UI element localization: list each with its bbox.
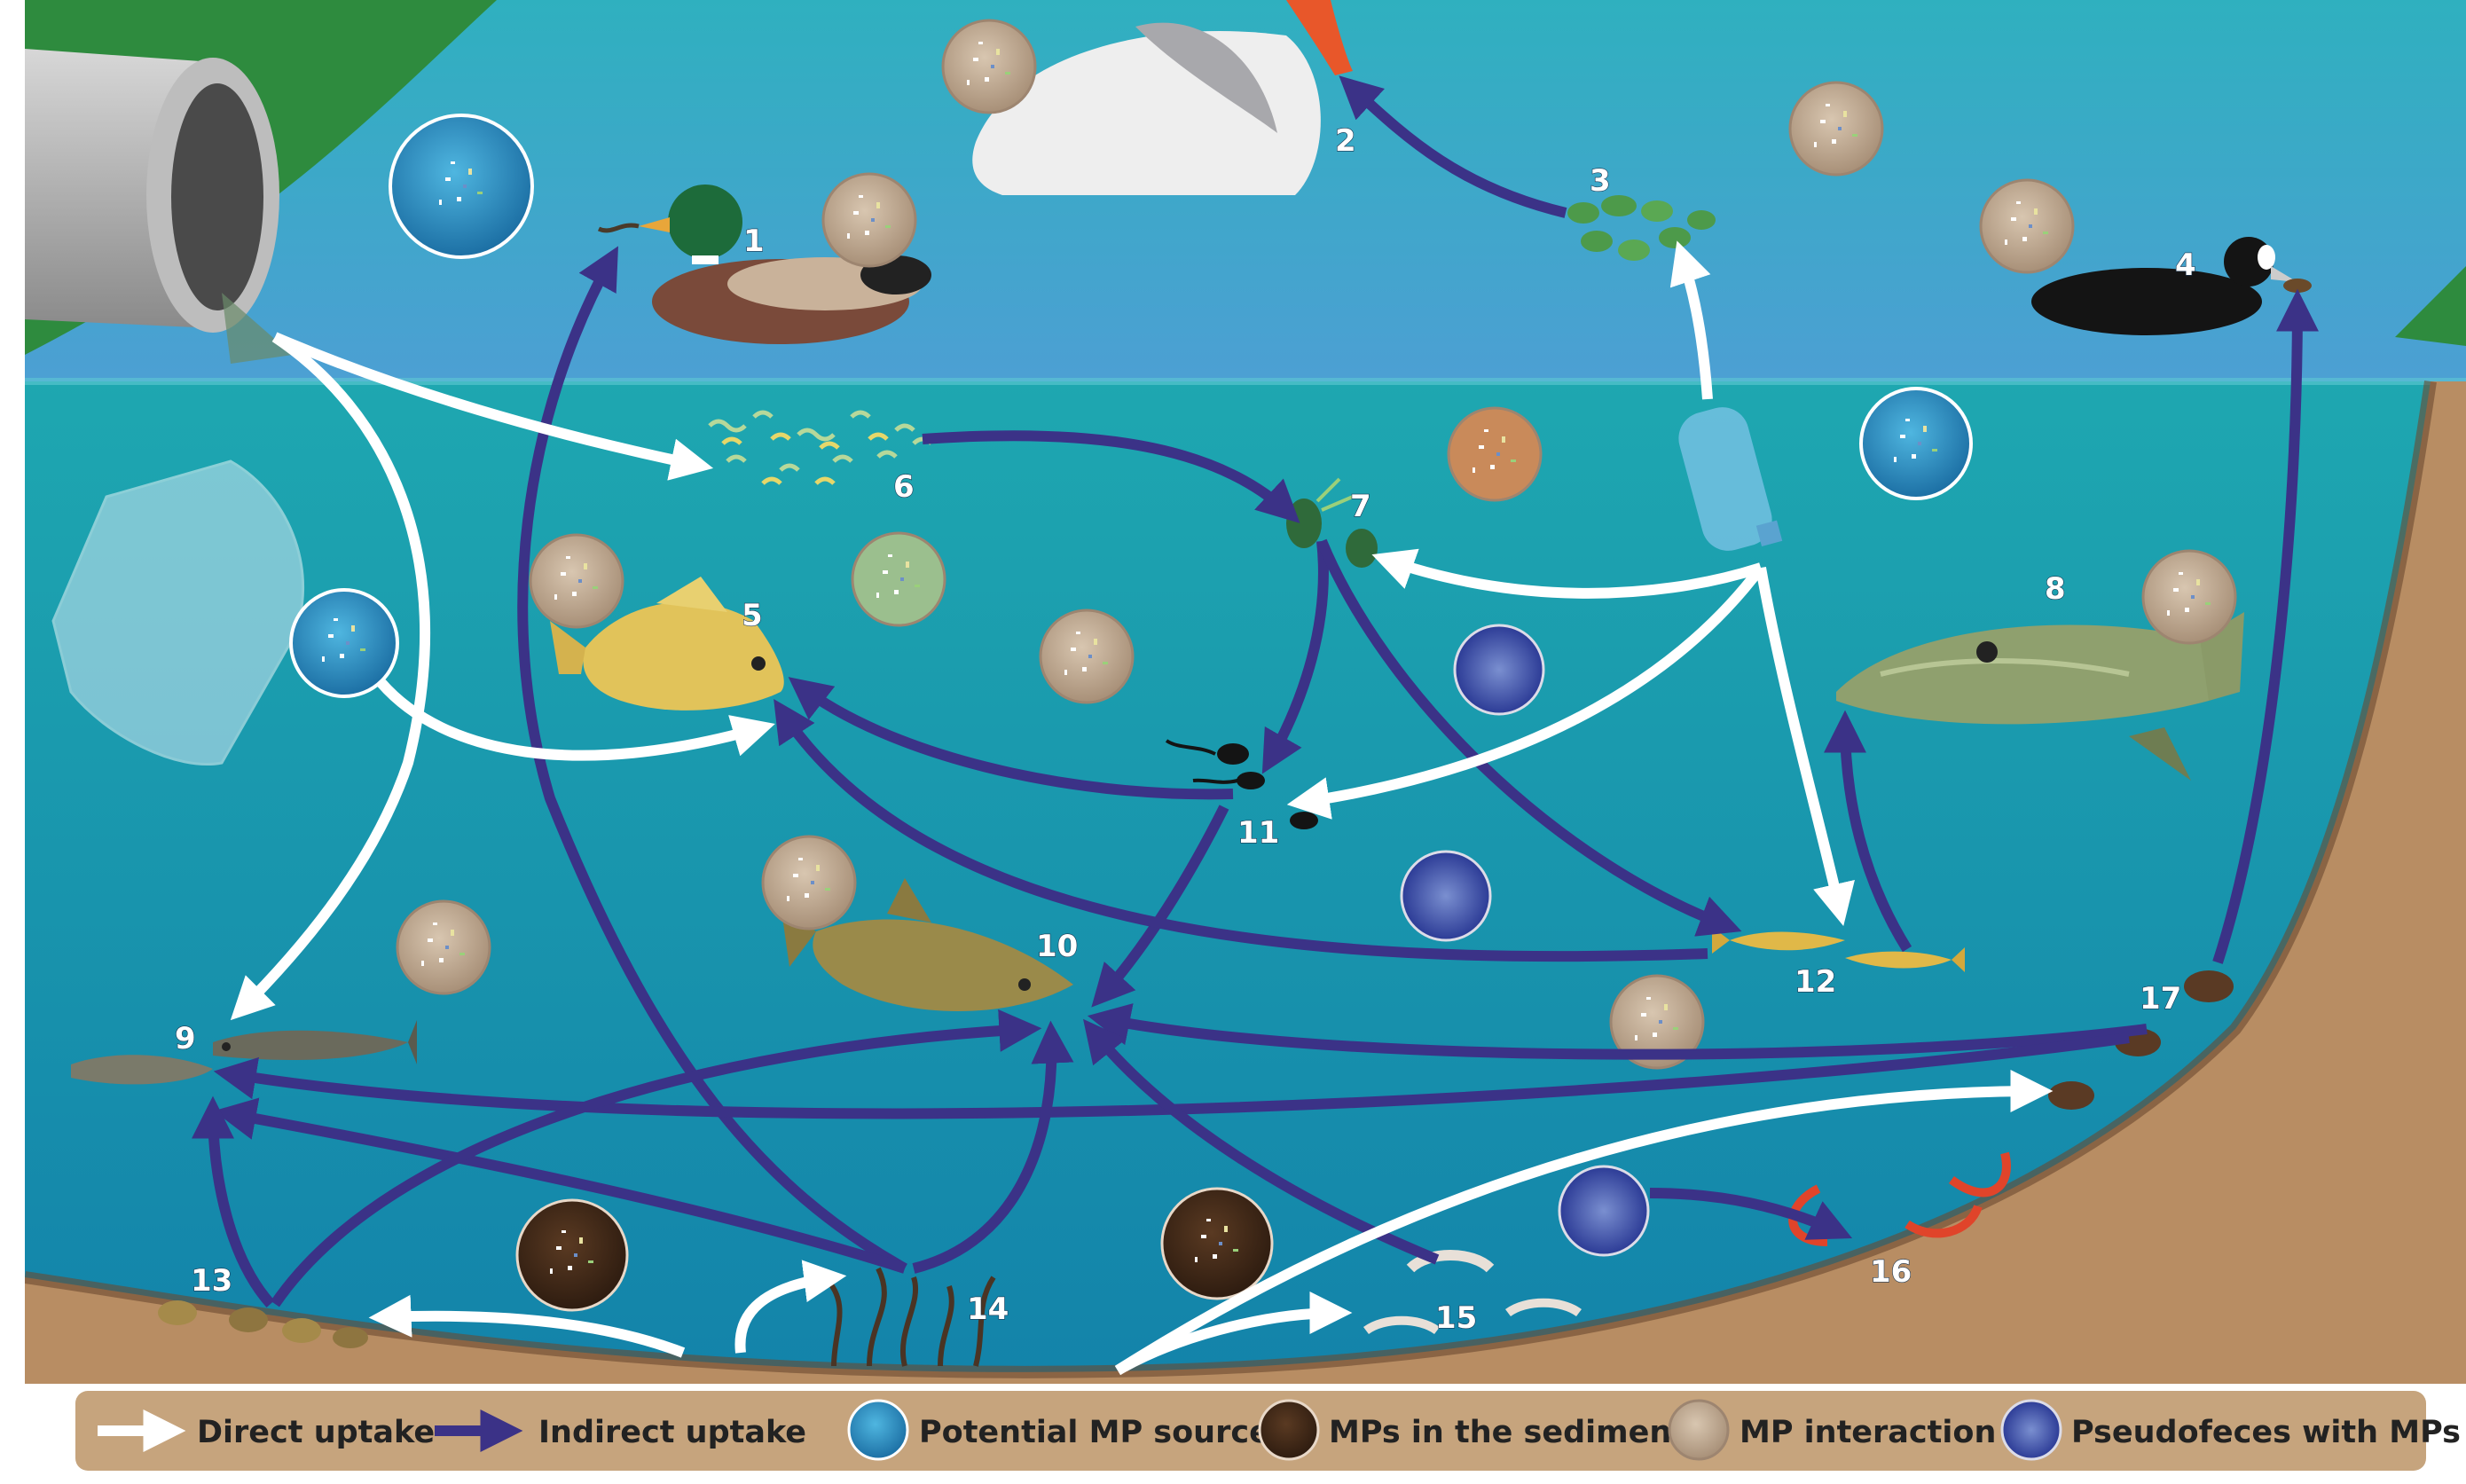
legend-interaction-label: MP interaction — [1740, 1415, 1996, 1450]
label-3: 3 — [1590, 163, 1611, 199]
pseudofeces-swatch-icon — [2002, 1401, 2061, 1459]
label-14: 14 — [967, 1292, 1009, 1327]
legend-sediment-label: MPs in the sediment — [1329, 1415, 1686, 1450]
label-8: 8 — [2045, 571, 2066, 607]
legend-pseudofeces-label: Pseudofeces with MPs — [2071, 1415, 2461, 1450]
label-15: 15 — [1435, 1300, 1477, 1336]
label-12: 12 — [1795, 964, 1836, 1000]
label-16: 16 — [1870, 1254, 1912, 1290]
label-9: 9 — [175, 1021, 196, 1056]
label-13: 13 — [191, 1263, 232, 1299]
label-17: 17 — [2140, 981, 2181, 1017]
label-4: 4 — [2175, 247, 2196, 283]
legend-indirect-label: Indirect uptake — [538, 1415, 806, 1450]
label-2: 2 — [1335, 123, 1356, 159]
legend-source-label: Potential MP source — [919, 1415, 1270, 1450]
source-circle-2 — [291, 590, 397, 696]
label-11: 11 — [1237, 815, 1279, 851]
label-10: 10 — [1036, 929, 1078, 964]
legend-direct-label: Direct uptake — [197, 1415, 435, 1450]
label-6: 6 — [893, 469, 915, 505]
label-5: 5 — [742, 598, 763, 633]
source-circle-3 — [1861, 389, 1971, 499]
source-swatch-icon — [849, 1401, 907, 1459]
legend: Direct uptake Indirect uptake Potential … — [25, 1384, 2466, 1484]
label-7: 7 — [1350, 489, 1371, 524]
source-circle-1 — [390, 115, 532, 257]
sediment-swatch-icon — [1260, 1401, 1318, 1459]
label-1: 1 — [743, 224, 765, 259]
interaction-swatch-icon — [1669, 1401, 1728, 1459]
left-margin — [0, 0, 25, 1484]
